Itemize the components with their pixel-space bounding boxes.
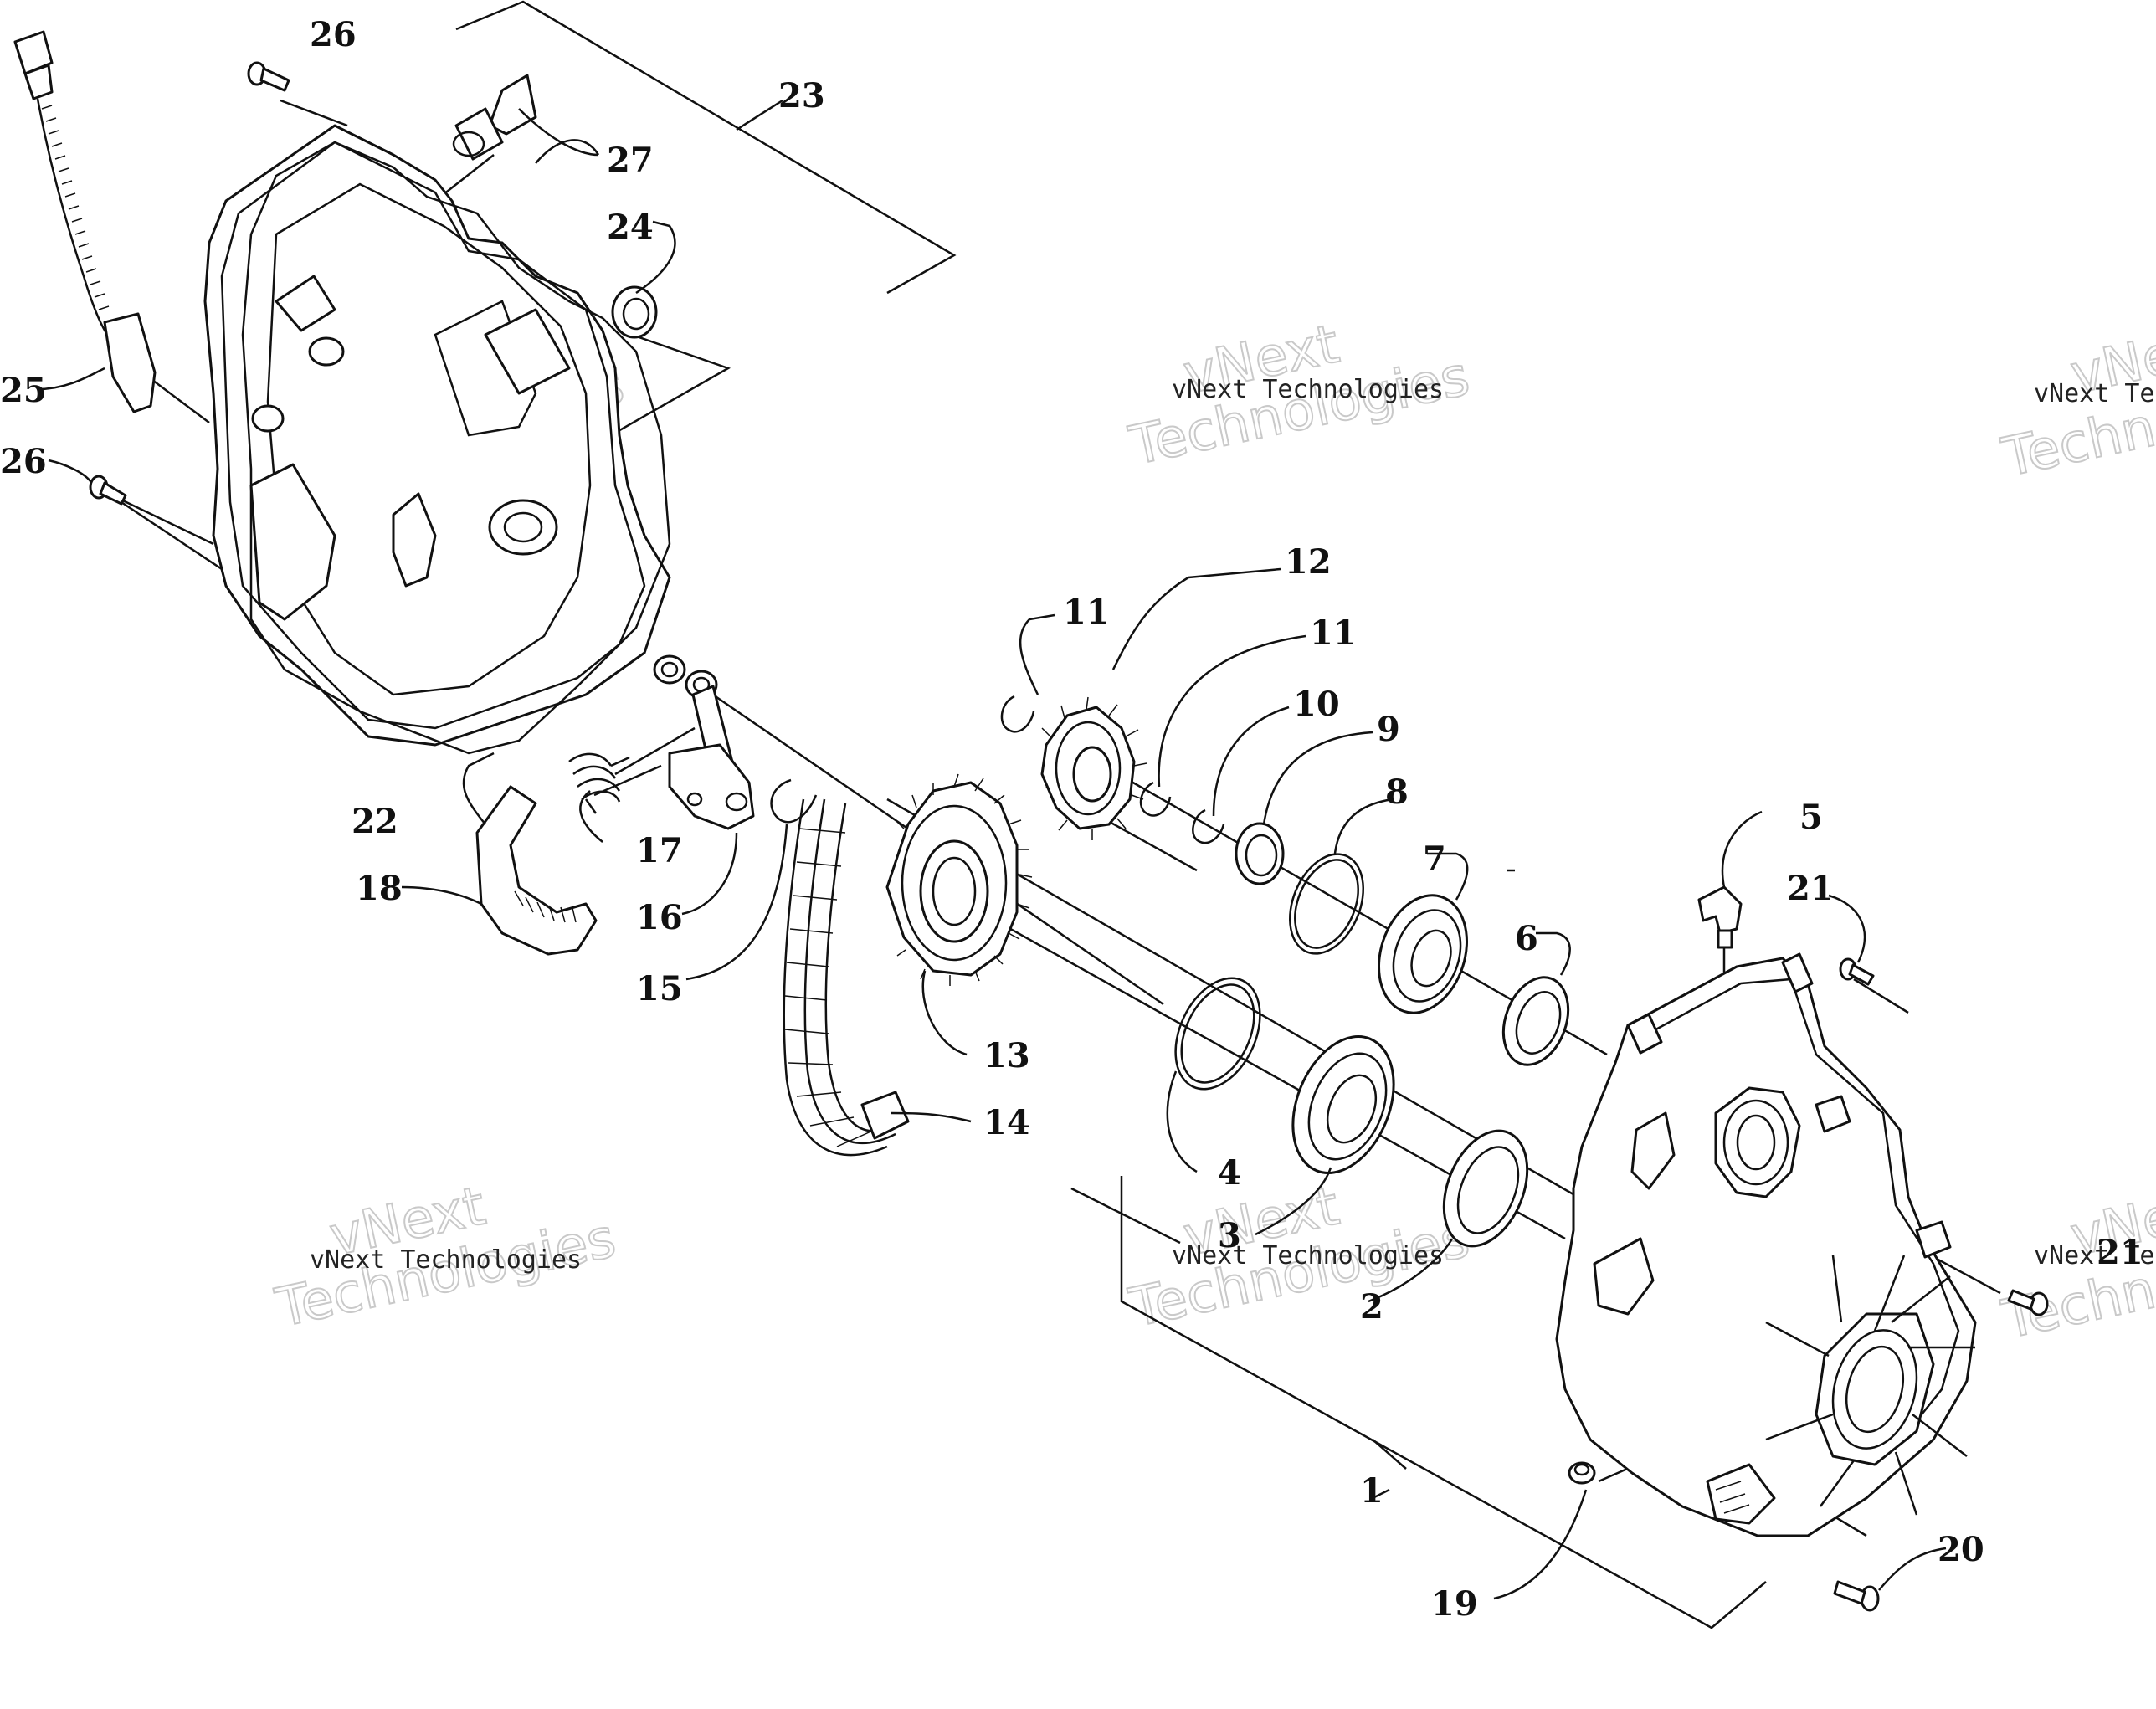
cover-gasket[interactable]: [241, 141, 671, 755]
drive-sprocket[interactable]: [1040, 696, 1147, 840]
callout-17: 17: [636, 831, 683, 870]
oil-seal-2[interactable]: [1428, 1118, 1543, 1258]
callout-11-left: 11: [1063, 593, 1110, 632]
watermark-caption: vNext Tec: [2034, 1241, 2156, 1270]
callout-24: 24: [607, 208, 654, 247]
callout-5: 5: [1799, 798, 1823, 837]
tensioner-spring[interactable]: [568, 752, 630, 814]
oil-seal-24[interactable]: [611, 285, 658, 339]
callout-15: 15: [636, 969, 683, 1008]
callout-23: 23: [778, 76, 825, 115]
callout-13: 13: [983, 1036, 1030, 1075]
vent-fitting[interactable]: [1697, 885, 1743, 949]
bolt-21-top[interactable]: [1839, 957, 1875, 986]
callout-9: 9: [1377, 710, 1400, 749]
callout-labels: 1 2 3 4 5 6 7 8 9 10 11 11 12 13 14 15 1…: [0, 15, 2143, 1624]
callout-21-right: 21: [2097, 1233, 2143, 1272]
chaincase-cover[interactable]: [203, 124, 671, 747]
watermark-caption: vNext Technologies: [1172, 1241, 1444, 1270]
watermark-caption: vNext Technologies: [1172, 375, 1444, 404]
drive-chain[interactable]: [783, 798, 910, 1157]
snap-ring-11-right[interactable]: [1139, 781, 1172, 817]
retaining-ring-15[interactable]: [770, 778, 818, 824]
leader-lines: [37, 108, 1947, 1600]
oil-seal-6[interactable]: [1492, 968, 1580, 1074]
speed-sensor-harness[interactable]: [13, 30, 157, 413]
callout-26-top: 26: [310, 15, 357, 54]
callout-18: 18: [356, 869, 403, 908]
callout-21-top: 21: [1787, 869, 1834, 908]
callout-27: 27: [607, 141, 654, 180]
callout-10: 10: [1293, 685, 1340, 724]
driven-sprocket[interactable]: [886, 773, 1033, 986]
callout-3: 3: [1218, 1216, 1241, 1255]
retaining-ring-8[interactable]: [1276, 844, 1378, 965]
callout-25: 25: [0, 371, 47, 410]
bolt-21-right[interactable]: [2007, 1289, 2049, 1316]
callout-1: 1: [1360, 1471, 1383, 1511]
callout-16: 16: [636, 898, 683, 937]
bolt-26-top[interactable]: [247, 61, 290, 92]
tensioner-arm[interactable]: [668, 685, 755, 830]
snap-ring-11-left[interactable]: [1000, 695, 1035, 733]
callout-19: 19: [1431, 1584, 1478, 1624]
callout-22: 22: [352, 802, 398, 841]
plug-19[interactable]: [1568, 1461, 1596, 1485]
callout-12: 12: [1285, 542, 1332, 582]
callout-11-right: 11: [1310, 613, 1357, 653]
callout-14: 14: [983, 1103, 1030, 1142]
callout-6: 6: [1515, 919, 1538, 958]
callout-8: 8: [1385, 772, 1409, 812]
watermark-caption: vNext Tec: [2034, 379, 2156, 408]
assembly-bracket-1: [1120, 1176, 1767, 1629]
retaining-ring-4[interactable]: [1159, 965, 1277, 1103]
callout-7: 7: [1423, 839, 1446, 879]
chaincase-housing[interactable]: [1555, 952, 1977, 1537]
vent-plug[interactable]: [452, 74, 537, 161]
bearing-3[interactable]: [1274, 1022, 1413, 1188]
callout-2: 2: [1360, 1287, 1383, 1327]
bolt-20[interactable]: [1833, 1580, 1880, 1612]
watermark-caption: vNext Technologies: [310, 1245, 582, 1275]
snap-ring-10[interactable]: [1192, 808, 1225, 844]
tensioner-shoe[interactable]: [475, 785, 598, 956]
bolt-26-left[interactable]: [89, 475, 127, 506]
callout-20: 20: [1938, 1530, 1984, 1569]
callout-4: 4: [1218, 1153, 1241, 1193]
bearing-7[interactable]: [1364, 884, 1481, 1024]
callout-26-left: 26: [0, 442, 47, 481]
thrust-washer-9[interactable]: [1235, 822, 1285, 885]
